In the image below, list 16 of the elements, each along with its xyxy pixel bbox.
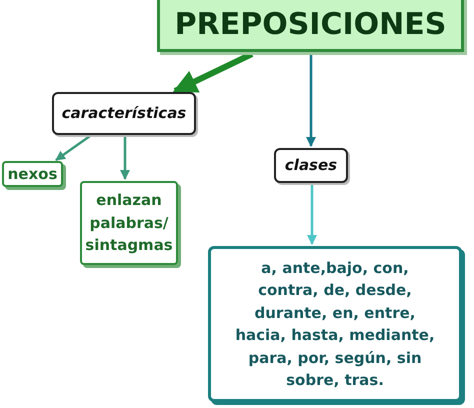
title-text: PREPOSICIONES xyxy=(174,6,446,44)
category-box xyxy=(52,92,196,135)
arrow xyxy=(120,137,130,180)
title-box xyxy=(157,0,464,52)
arrow xyxy=(306,54,316,147)
category-box xyxy=(274,148,348,183)
feature-box xyxy=(80,181,178,265)
category-text: clases xyxy=(284,155,338,176)
list-box xyxy=(208,246,462,402)
feature-text: enlazan palabras/ sintagmas xyxy=(85,190,173,256)
feature-box xyxy=(2,161,63,187)
feature-text: nexos xyxy=(8,164,58,185)
category-text: características xyxy=(62,103,186,124)
list-text: a, ante,bajo, con, contra, de, desde, durante, en, entre, hacia, hasta, mediante, para, por, según, sin sobre, tras. xyxy=(234,258,436,391)
arrow xyxy=(307,185,317,245)
arrow xyxy=(55,134,91,162)
